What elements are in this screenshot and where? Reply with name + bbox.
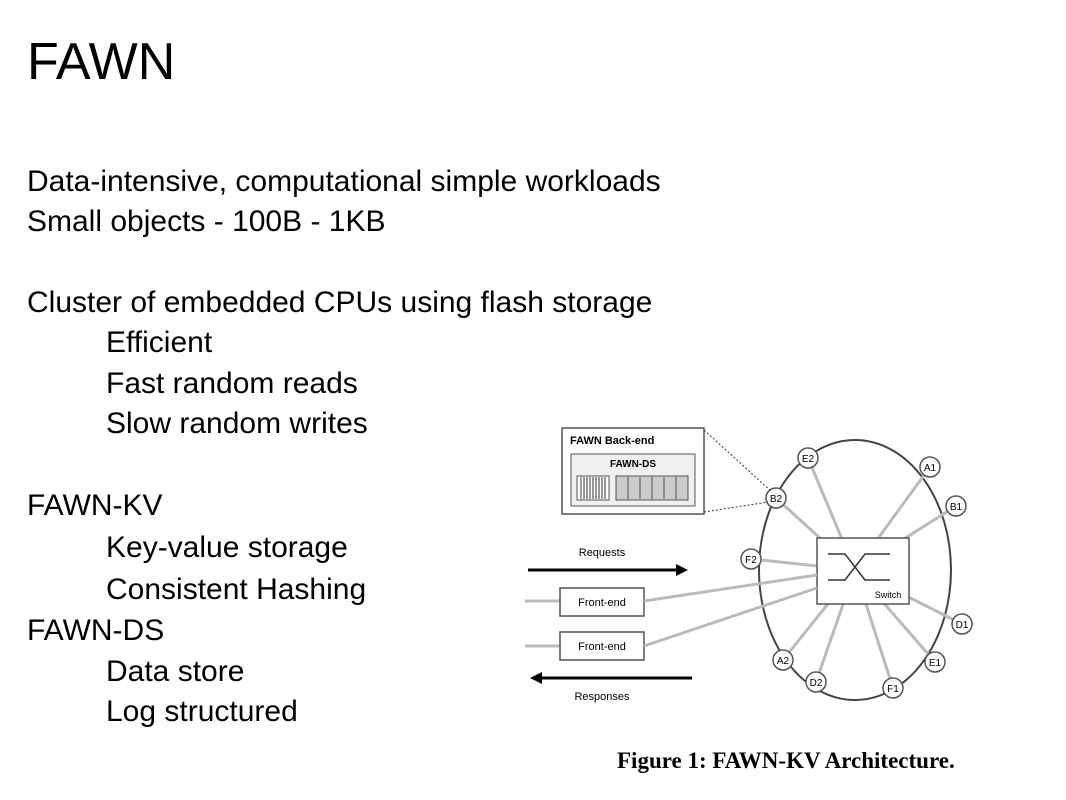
node-b1: B1: [945, 495, 967, 517]
sub-bullet-consistent-hashing: Consistent Hashing: [106, 573, 367, 606]
bullet-fawn-ds: FAWN-DS: [27, 614, 165, 647]
responses-label: Responses: [574, 691, 630, 703]
slide-title: FAWN: [27, 33, 176, 91]
ring-nodes: E2 A1 B1 B2 F2 D1 A2 E1 D2 F1: [740, 447, 973, 699]
requests-label: Requests: [579, 547, 626, 559]
ds-label: FAWN-DS: [610, 459, 656, 470]
switch-cross-icon: [828, 553, 890, 581]
requests-arrow: Requests: [528, 547, 688, 576]
svg-text:B2: B2: [770, 494, 783, 505]
frontend-label-1: Front-end: [578, 597, 626, 609]
svg-text:D1: D1: [956, 620, 969, 631]
svg-text:E2: E2: [802, 454, 815, 465]
switch-label: Switch: [875, 590, 902, 600]
frontend-label-2: Front-end: [578, 641, 626, 653]
sub-bullet-key-value: Key-value storage: [106, 531, 348, 564]
node-e1: E1: [924, 651, 946, 673]
svg-text:F1: F1: [887, 684, 899, 695]
bullet-cluster: Cluster of embedded CPUs using flash sto…: [27, 286, 653, 319]
node-b2: B2: [765, 487, 787, 509]
sub-bullet-fast-reads: Fast random reads: [106, 367, 358, 400]
sub-bullet-slow-writes: Slow random writes: [106, 407, 368, 440]
frontend-box-1: Front-end: [525, 573, 818, 617]
node-e2: E2: [797, 447, 819, 469]
switch-box: Switch: [816, 537, 910, 605]
node-d1: D1: [951, 613, 973, 635]
node-f2: F2: [740, 548, 762, 570]
bullet-workloads: Data-intensive, computational simple wor…: [27, 165, 661, 198]
sub-bullet-data-store: Data store: [106, 655, 245, 688]
responses-arrow: Responses: [530, 672, 692, 703]
sub-bullet-log-structured: Log structured: [106, 695, 298, 728]
svg-text:D2: D2: [810, 678, 823, 689]
node-a2: A2: [772, 649, 794, 671]
svg-text:A2: A2: [777, 656, 790, 667]
svg-text:F2: F2: [745, 555, 757, 566]
svg-text:A1: A1: [924, 463, 937, 474]
figure-caption: Figure 1: FAWN-KV Architecture.: [617, 748, 955, 773]
node-a1: A1: [919, 456, 941, 478]
backend-box: FAWN Back-end FAWN-DS: [561, 427, 705, 515]
node-f1: F1: [882, 677, 904, 699]
hash-ring: [758, 439, 952, 701]
node-d2: D2: [805, 671, 827, 693]
bullet-small-objects: Small objects - 100B - 1KB: [27, 205, 386, 238]
svg-text:E1: E1: [929, 658, 942, 669]
frontend-box-2: Front-end: [525, 586, 818, 661]
backend-label: FAWN Back-end: [570, 435, 654, 447]
svg-text:B1: B1: [950, 502, 963, 513]
bullet-fawn-kv: FAWN-KV: [27, 489, 163, 522]
architecture-diagram: E2 A1 B1 B2 F2 D1 A2 E1 D2 F1 Switch FAW…: [510, 420, 1020, 720]
sub-bullet-efficient: Efficient: [106, 326, 213, 359]
